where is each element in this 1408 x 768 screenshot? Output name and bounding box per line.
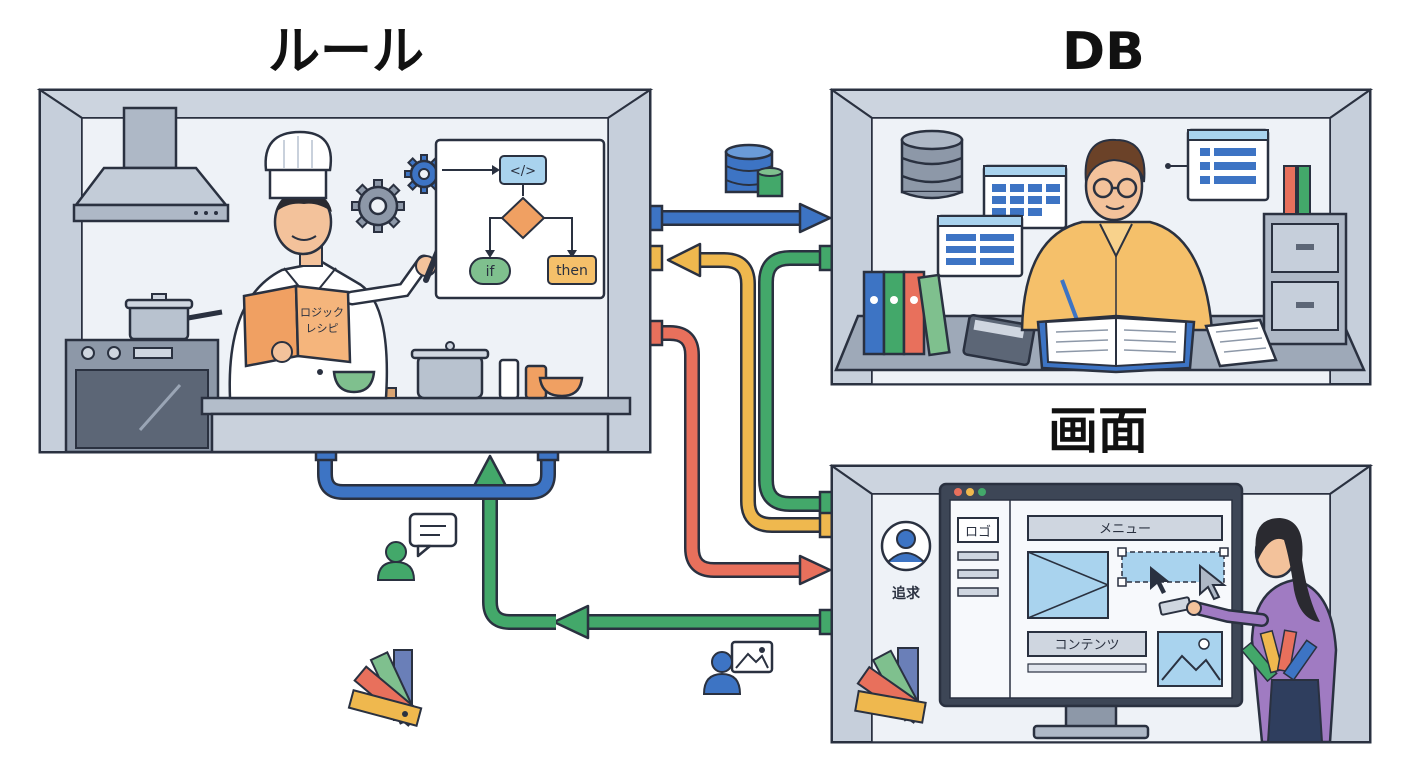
flow-code-node: </> [510, 164, 536, 179]
color-palette-icon [347, 649, 423, 727]
pipe-red-rule-to-screen [652, 325, 832, 586]
stove-icon [64, 338, 220, 454]
color-swatch-icon [854, 647, 927, 724]
table-window-icon [936, 214, 1024, 278]
pipe-blue-rule-to-db [652, 202, 832, 234]
kitchen-items [332, 341, 584, 400]
cursor-icon [1150, 563, 1227, 601]
binders-icon [862, 270, 951, 357]
title-db: DB [1062, 22, 1145, 82]
cabinet-icon [1262, 165, 1348, 346]
pot-icon [124, 293, 223, 341]
flowchart-board: </> if then [434, 138, 606, 300]
list-window-icon [1165, 128, 1270, 202]
spreadsheet-window-icon [982, 164, 1068, 230]
content-block: コンテンツ [1054, 638, 1119, 653]
designer-person [1158, 518, 1338, 744]
user-label: 追求 [892, 585, 921, 602]
pipe-yellow-screen-to-rule [666, 242, 826, 533]
title-screen: 画面 [1048, 402, 1148, 460]
database-stack-icon [724, 143, 784, 198]
book-label-line1: ロジック [300, 306, 344, 319]
screen-panel: ロゴ メニュー コンテンツ [828, 464, 1374, 744]
designer-swatch-fan [1240, 629, 1318, 683]
paper-sheet-icon [1204, 318, 1278, 368]
db-panel [828, 88, 1374, 386]
pipe-green-screen-to-user [472, 454, 826, 640]
user-image-icon [702, 640, 774, 695]
logic-recipe-book: ロジック レシピ [242, 284, 352, 368]
menu-bar: メニュー [1099, 522, 1151, 537]
user-chat-icon [376, 512, 458, 581]
database-icon [900, 129, 964, 200]
gear-icon [351, 179, 405, 233]
open-ledger-book [1036, 314, 1196, 374]
range-hood-icon [72, 106, 230, 223]
wireframe-layout: ロゴ メニュー コンテンツ [957, 515, 1229, 687]
title-rule: ルール [268, 22, 425, 82]
kitchen-counter [200, 387, 632, 454]
connection-pipes [317, 202, 832, 640]
user-avatar-icon: 追求 [880, 520, 932, 602]
flow-then-node: then [556, 263, 588, 279]
pipe-green-db-to-screen [758, 250, 832, 512]
rule-panel: ロジック レシピ [36, 88, 654, 454]
pipe-blue-bottom-loop [317, 452, 556, 500]
logo-placeholder: ロゴ [965, 524, 991, 540]
flow-if-node: if [486, 264, 496, 280]
book-label-line2: レシピ [306, 322, 339, 335]
office-worker-person [1020, 138, 1214, 332]
calculator-icon [962, 313, 1036, 367]
